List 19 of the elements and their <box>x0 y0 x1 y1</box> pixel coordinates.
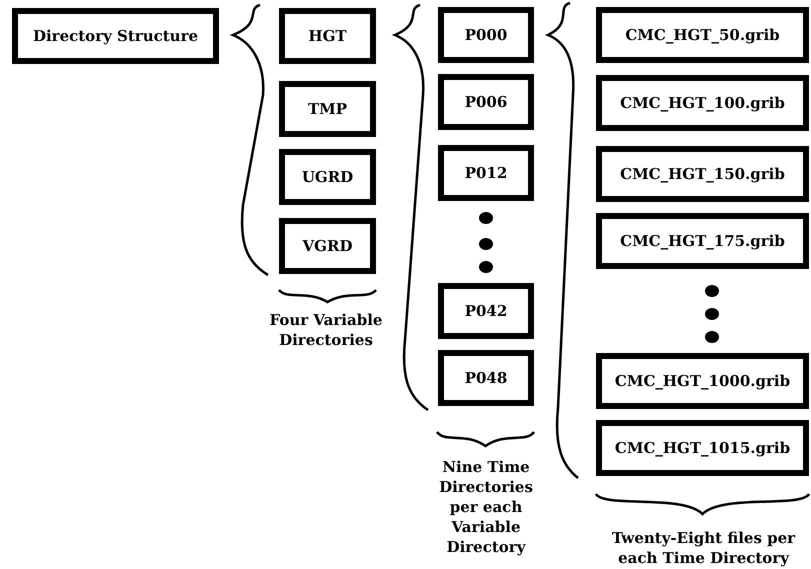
directory-box: P042 <box>438 283 534 339</box>
directory-box: CMC_HGT_100.grib <box>596 75 809 131</box>
directory-box: CMC_HGT_150.grib <box>596 146 809 202</box>
directory-box: CMC_HGT_1000.grib <box>596 353 809 409</box>
directory-box: CMC_HGT_1015.grib <box>596 420 809 476</box>
caption-text: Nine Time Directories per each Variable Directory <box>438 457 534 557</box>
directory-box: CMC_HGT_175.grib <box>596 213 809 269</box>
directory-box: P000 <box>438 7 534 63</box>
directory-box: VGRD <box>279 218 376 274</box>
directory-box: P006 <box>438 74 534 130</box>
directory-box: TMP <box>279 81 376 137</box>
directory-box: CMC_HGT_50.grib <box>596 7 809 63</box>
caption-text: Twenty-Eight files per each Time Directory <box>610 528 796 568</box>
directory-box: P048 <box>438 350 534 406</box>
directory-box: HGT <box>279 8 376 64</box>
directory-box: P012 <box>438 145 534 201</box>
caption-text: Four Variable Directories <box>268 310 384 350</box>
directory-box: Directory Structure <box>12 8 219 64</box>
directory-box: UGRD <box>279 149 376 205</box>
